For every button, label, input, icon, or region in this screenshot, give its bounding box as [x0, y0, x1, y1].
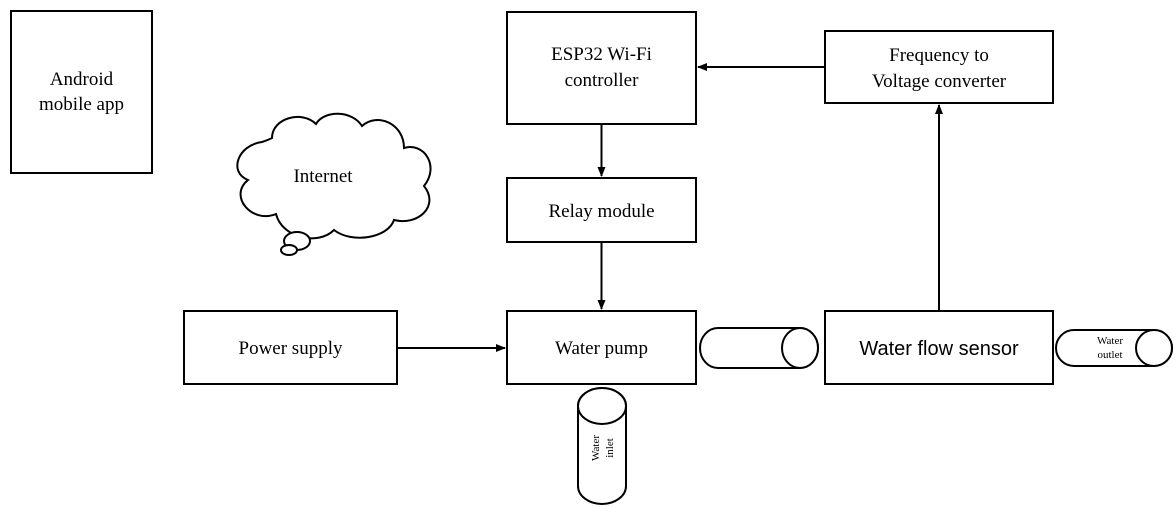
- relay-module-block: Relay module: [506, 177, 697, 243]
- frequency-converter-label-line2: Voltage converter: [872, 71, 1007, 92]
- frequency-converter-block: Frequency to Voltage converter: [824, 30, 1054, 104]
- water-pump-block: Water pump: [506, 310, 697, 385]
- water-pump-label: Water pump: [555, 338, 648, 359]
- internet-label: Internet: [293, 166, 353, 187]
- water-outlet-label-line2: outlet: [1097, 349, 1122, 361]
- pipe-pump-to-sensor: [699, 327, 819, 369]
- water-outlet-pipe: Water outlet: [1055, 329, 1173, 367]
- relay-module-label: Relay module: [548, 201, 654, 222]
- water-inlet-pipe: Water inlet: [577, 387, 627, 505]
- esp32-label-line1: ESP32 Wi-Fi: [551, 44, 652, 65]
- water-outlet-label-line1: Water: [1097, 335, 1123, 347]
- internet-cloud: Internet: [236, 112, 432, 256]
- water-flow-sensor-label: Water flow sensor: [859, 338, 1019, 360]
- cloud-bubble-small: [280, 244, 298, 256]
- android-app-label-line1: Android: [50, 69, 114, 90]
- android-app-label-line2: mobile app: [39, 94, 124, 115]
- water-inlet-label-line2: inlet: [604, 438, 616, 458]
- water-inlet-label-line1: Water: [590, 435, 602, 461]
- water-flow-sensor-block: Water flow sensor: [824, 310, 1054, 385]
- frequency-converter-label-line1: Frequency to: [889, 45, 989, 66]
- cloud-shape: [236, 112, 432, 240]
- power-supply-label: Power supply: [239, 338, 343, 359]
- android-app-block: Android mobile app: [10, 10, 153, 174]
- power-supply-block: Power supply: [183, 310, 398, 385]
- esp32-label-line2: controller: [565, 70, 640, 91]
- esp32-controller-block: ESP32 Wi-Fi controller: [506, 11, 697, 125]
